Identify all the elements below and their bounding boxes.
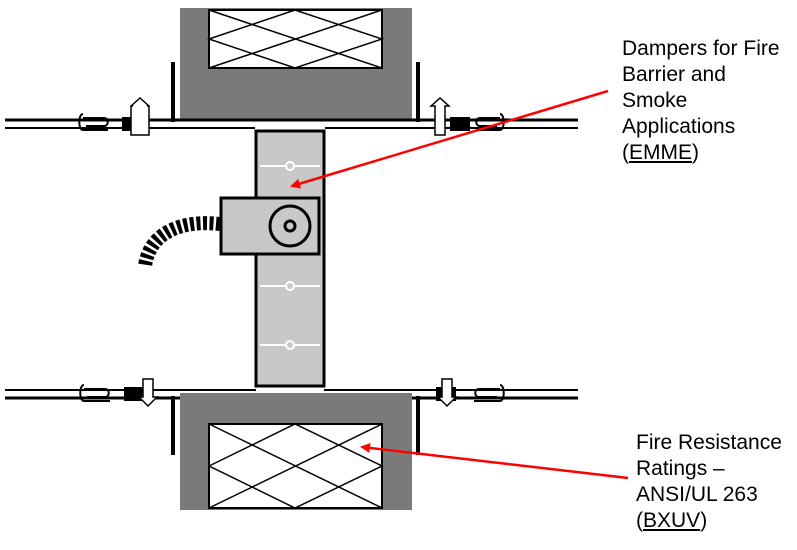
label-line: Fire Resistance bbox=[636, 431, 782, 454]
label-fire-resistance-ratings: Fire Resistance Ratings – ANSI/UL 263 (B… bbox=[636, 430, 796, 534]
flexible-conduit bbox=[138, 216, 221, 268]
paren-close: ) bbox=[692, 141, 699, 164]
label-line: Barrier and bbox=[622, 63, 726, 86]
label-line: ANSI/UL 263 bbox=[636, 483, 758, 506]
label-dampers-fire-barrier: Dampers for Fire Barrier and Smoke Appli… bbox=[622, 36, 797, 166]
top-left-up-arrow bbox=[130, 96, 150, 136]
bottom-right-down-arrow bbox=[436, 378, 458, 408]
label-line: Ratings – bbox=[636, 457, 725, 480]
bottom-right-clip bbox=[474, 384, 505, 402]
top-right-up-arrow bbox=[429, 96, 451, 136]
callout-arrow-fire-resistance bbox=[360, 442, 629, 480]
bottom-wall-assembly bbox=[171, 393, 420, 510]
paren-open: ( bbox=[636, 509, 643, 532]
bottom-left-clip bbox=[79, 384, 110, 402]
label-code-line: (EMME) bbox=[622, 140, 797, 166]
damper-blade bbox=[260, 340, 320, 350]
bxuv-code-link[interactable]: BXUV bbox=[643, 509, 701, 532]
damper-blade bbox=[260, 281, 320, 291]
label-line: Dampers for Fire bbox=[622, 37, 780, 60]
top-wall-assembly bbox=[171, 8, 420, 122]
paren-open: ( bbox=[622, 141, 629, 164]
label-code-line: (BXUV) bbox=[636, 508, 796, 534]
bottom-left-down-arrow bbox=[137, 378, 159, 408]
damper-blade-assembly bbox=[254, 129, 326, 388]
label-line: Applications bbox=[622, 115, 736, 138]
damper-actuator bbox=[219, 196, 321, 256]
top-left-clip bbox=[78, 113, 109, 131]
emme-code-link[interactable]: EMME bbox=[629, 141, 692, 164]
callout-arrow-dampers bbox=[290, 89, 609, 189]
label-line: Smoke bbox=[622, 89, 688, 112]
damper-blade bbox=[260, 161, 320, 171]
top-duct-sleeve bbox=[5, 117, 578, 131]
paren-close: ) bbox=[700, 509, 708, 532]
